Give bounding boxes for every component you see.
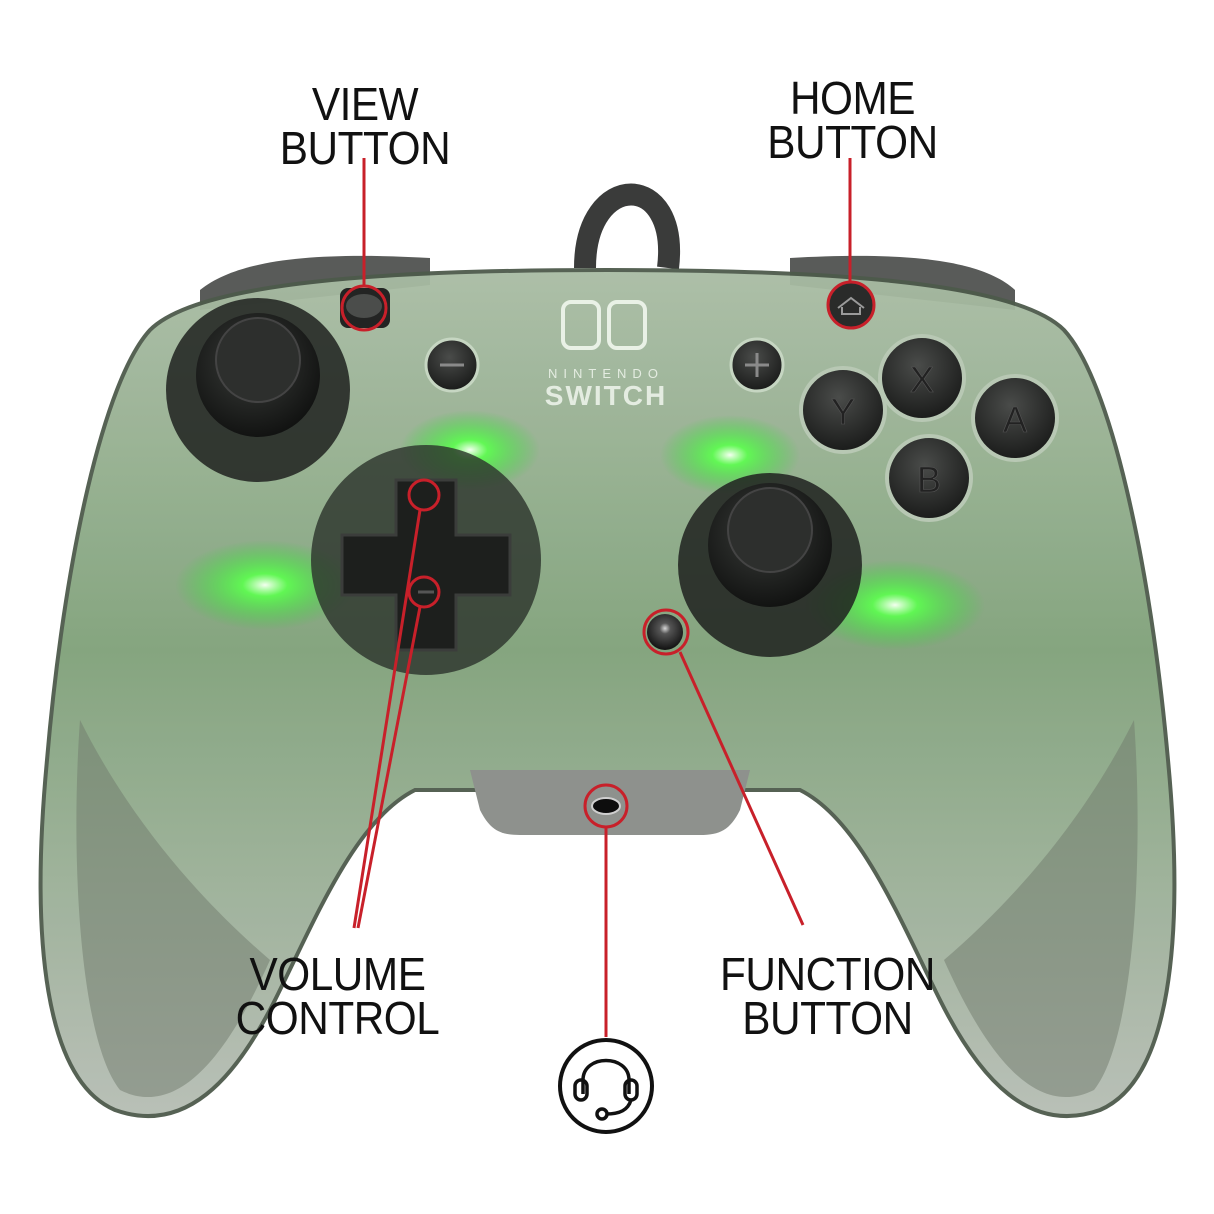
a-button-label: A	[1003, 399, 1027, 440]
y-button-label: Y	[831, 391, 855, 432]
right-grip-shading	[944, 720, 1138, 1098]
label-line: HOME	[789, 72, 916, 124]
callouts	[340, 158, 876, 1037]
switch-logo-icon	[561, 300, 601, 350]
b-button[interactable]	[885, 434, 973, 522]
face-buttons: X Y A B	[799, 334, 1059, 522]
function-callout-line	[678, 651, 805, 926]
y-button[interactable]	[799, 366, 887, 454]
headset-jack	[591, 797, 621, 815]
view-callout-circle	[340, 284, 388, 332]
home-icon	[837, 296, 865, 315]
logo-switch: SWITCH	[545, 380, 667, 411]
x-button[interactable]	[878, 334, 966, 422]
label-line: BUTTON	[742, 992, 913, 1044]
label-line: VOLUME	[249, 948, 426, 1000]
left-grip-shading	[76, 720, 270, 1098]
label-view-button: VIEW BUTTON	[278, 78, 453, 174]
logo-nintendo: NINTENDO	[548, 366, 664, 381]
led-glow	[175, 540, 355, 630]
home-button[interactable]	[829, 283, 873, 327]
volume-down-callout-circle	[407, 575, 441, 609]
dpad[interactable]	[340, 478, 512, 652]
switch-logo-icon	[607, 300, 647, 350]
label-volume-control: VOLUME CONTROL	[234, 948, 441, 1044]
x-button-label: X	[910, 359, 934, 400]
b-button-label: B	[917, 459, 941, 500]
label-line: BUTTON	[767, 116, 938, 168]
right-stick-cap	[727, 487, 813, 573]
label-function-button: FUNCTION BUTTON	[715, 948, 940, 1044]
label-home-button: HOME BUTTON	[763, 72, 942, 168]
volume-callout-line	[352, 509, 422, 929]
function-callout-circle	[642, 608, 690, 656]
plus-icon	[745, 353, 769, 377]
label-line: CONTROL	[235, 992, 440, 1044]
a-button[interactable]	[971, 374, 1059, 462]
volume-callout-line	[356, 606, 422, 929]
volume-up-callout-circle	[407, 478, 441, 512]
headset-icon	[558, 1038, 654, 1134]
left-stick-cap	[215, 317, 301, 403]
cable	[574, 183, 681, 270]
home-callout-circle	[826, 280, 876, 330]
label-line: BUTTON	[279, 122, 451, 174]
label-line: VIEW	[311, 78, 419, 130]
view-button-cap	[346, 294, 382, 318]
function-button[interactable]	[647, 614, 683, 650]
label-line: FUNCTION	[720, 948, 935, 1000]
